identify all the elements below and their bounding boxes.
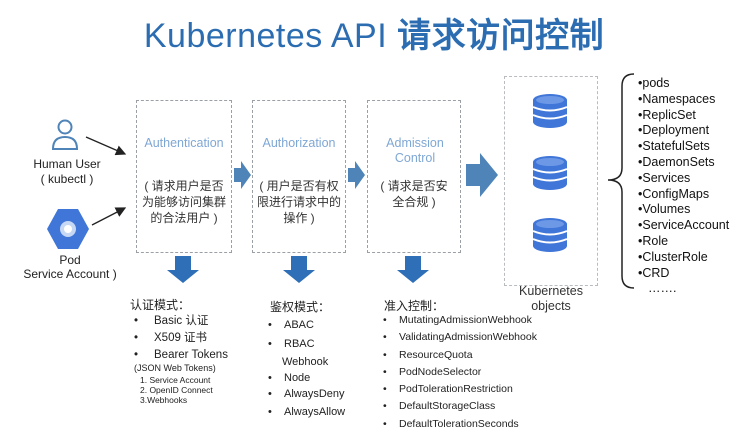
resource-item: •Deployment xyxy=(638,123,710,138)
admission-plugin: ResourceQuota xyxy=(399,348,473,361)
admission-list: •MutatingAdmissionWebhook •ValidatingAdm… xyxy=(383,312,563,433)
arrow-admission-to-objects xyxy=(466,153,498,197)
admission-stage: Admission Control ( 请求是否安全合规 ) xyxy=(367,100,461,253)
database-icon xyxy=(532,94,568,128)
database-icon xyxy=(532,156,568,190)
objects-label: Kubernetes objects xyxy=(519,284,583,313)
authentication-stage: Authentication ( 请求用户是否为能够访问集群的合法用户 ) xyxy=(136,100,232,253)
admission-plugin: DefaultTolerationSeconds xyxy=(399,417,519,430)
admission-item: •ValidatingAdmissionWebhook xyxy=(383,331,537,344)
resource-item: •ClusterRole xyxy=(638,249,708,264)
admission-down-arrow xyxy=(397,256,429,283)
authz-mode-item: •ABAC xyxy=(268,319,314,331)
human-user-name: Human User xyxy=(33,157,101,171)
brace xyxy=(607,73,635,289)
human-user-label: Human User ( kubectl ) xyxy=(27,157,107,187)
auth-mode-label: Bearer Tokens xyxy=(154,349,228,361)
database-icons xyxy=(532,94,568,252)
admission-item: •ResourceQuota xyxy=(383,348,473,361)
authentication-title: Authentication xyxy=(144,136,224,150)
authz-mode-item: Webhook xyxy=(268,354,368,371)
admission-item: •MutatingAdmissionWebhook xyxy=(383,314,532,326)
admission-title: Admission Control xyxy=(386,136,444,165)
auth-subitem: 1. Service Account xyxy=(140,375,211,385)
resource-item: •Services xyxy=(638,170,691,185)
authorization-stage: Authorization ( 用户是否有权限进行请求中的操作 ) xyxy=(252,100,346,253)
authz-mode-item: •RBAC xyxy=(268,338,315,350)
admission-plugin: PodTolerationRestriction xyxy=(399,383,513,396)
authz-mode-item: •AlwaysDeny xyxy=(268,388,345,400)
title-cn: 请求访问控制 xyxy=(397,17,605,55)
admission-desc: ( 请求是否安全合规 ) xyxy=(380,179,448,209)
authz-down-arrow xyxy=(283,256,315,283)
admission-plugin: ValidatingAdmissionWebhook xyxy=(399,331,537,344)
authorization-desc: ( 用户是否有权限进行请求中的操作 ) xyxy=(257,179,342,225)
user-icon xyxy=(50,118,80,152)
database-icon xyxy=(532,218,568,252)
resource-item: •Role xyxy=(638,233,669,248)
authz-mode-label: Webhook xyxy=(282,356,329,368)
authz-mode-label: AlwaysDeny xyxy=(284,388,345,400)
resource-item: •ConfigMaps xyxy=(638,186,710,201)
auth-mode-label: X509 证书 xyxy=(154,332,208,344)
pod-icon xyxy=(46,208,90,250)
admission-plugin: MutatingAdmissionWebhook xyxy=(399,314,532,326)
admission-heading: 准入控制： xyxy=(384,299,445,313)
authz-mode-label: ABAC xyxy=(284,319,314,331)
admission-item: •PodTolerationRestriction xyxy=(383,383,513,396)
authz-mode-label: AlwaysAllow xyxy=(284,406,346,418)
resource-item: •CRD xyxy=(638,265,670,280)
auth-mode-label: Basic 认证 xyxy=(154,315,209,327)
authentication-desc: ( 请求用户是否为能够访问集群的合法用户 ) xyxy=(141,179,226,225)
resource-item: •Namespaces xyxy=(638,91,716,106)
human-arrow xyxy=(85,136,127,156)
admission-item: •DefaultTolerationSeconds xyxy=(383,417,519,430)
arrow-auth-to-authz xyxy=(234,161,251,189)
auth-mode-item: •Basic 认证 xyxy=(134,315,209,327)
resource-item: •pods xyxy=(638,76,670,90)
resource-item: •ReplicSet xyxy=(638,107,696,122)
resource-item: ……. xyxy=(648,281,677,296)
resource-item: •DaemonSets xyxy=(638,154,715,169)
admission-plugin: DefaultStorageClass xyxy=(399,400,496,413)
pod-account: Service Account ) xyxy=(23,267,117,281)
pod-label: Pod Service Account ) xyxy=(20,253,120,281)
auth-note: (JSON Web Tokens) xyxy=(134,363,216,373)
admission-item: •DefaultStorageClass xyxy=(383,400,496,413)
title-en: Kubernetes API xyxy=(143,17,398,55)
arrow-authz-to-admission xyxy=(348,161,365,189)
auth-modes-heading: 认证模式： xyxy=(130,298,191,312)
auth-modes-list: •Basic 认证 •X509 证书 •Bearer Tokens xyxy=(134,313,254,364)
admission-plugin: PodNodeSelector xyxy=(399,365,482,378)
page-title: Kubernetes API 请求访问控制 xyxy=(0,8,748,57)
resource-item: •ServiceAccount xyxy=(638,218,730,233)
authz-mode-item: •Node xyxy=(268,372,311,384)
authz-mode-label: RBAC xyxy=(284,338,315,350)
admission-item: •PodNodeSelector xyxy=(383,365,482,378)
auth-subitem: 3.Webhooks xyxy=(140,395,188,405)
resource-item: •Volumes xyxy=(638,202,691,217)
pod-name: Pod xyxy=(59,253,81,267)
pod-arrow xyxy=(91,207,127,226)
auth-mode-item: •X509 证书 xyxy=(134,332,208,344)
resource-item: •StatefulSets xyxy=(638,139,710,154)
human-user-tool: ( kubectl ) xyxy=(40,172,94,186)
authz-mode-label: Node xyxy=(284,372,311,384)
authz-mode-item: •AlwaysAllow xyxy=(268,406,346,418)
authz-modes-list: •ABAC •RBAC Webhook •Node •AlwaysDeny •A… xyxy=(268,316,368,421)
authorization-title: Authorization xyxy=(262,136,336,150)
authz-modes-heading: 鉴权模式： xyxy=(270,300,331,314)
resource-list: •pods •Namespaces •ReplicSet •Deployment… xyxy=(638,76,746,297)
auth-mode-item: •Bearer Tokens xyxy=(134,349,228,361)
auth-subitems: 1. Service Account 2. OpenID Connect 3.W… xyxy=(140,375,213,405)
auth-subitem: 2. OpenID Connect xyxy=(140,385,213,395)
auth-down-arrow xyxy=(167,256,199,283)
